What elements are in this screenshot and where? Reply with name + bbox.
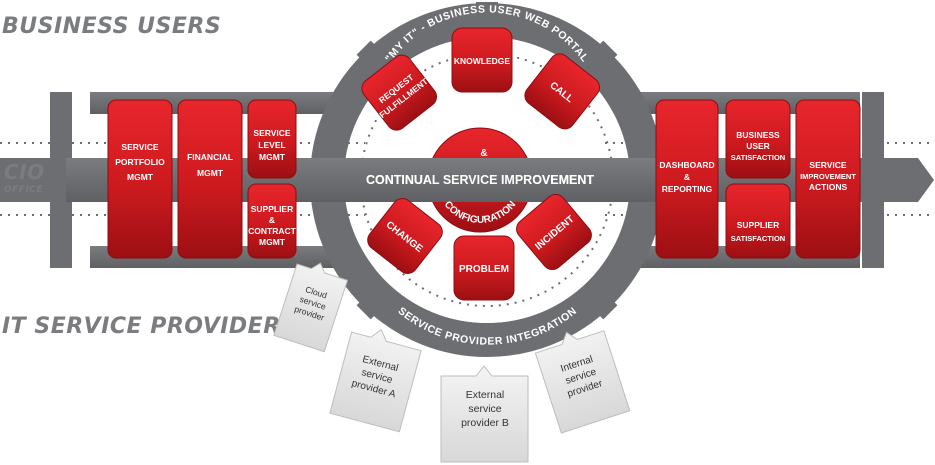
- business-satisfaction-line-3: SATISFACTION: [731, 153, 785, 162]
- cio-heading: CIO: [4, 160, 45, 184]
- business-satisfaction-line-1: BUSINESS: [736, 130, 780, 140]
- supplier-contract-line-3: CONTRACT: [248, 226, 296, 236]
- service-portfolio-box[interactable]: SERVICE PORTFOLIO MGMT: [107, 99, 173, 259]
- service-level-line-2: LEVEL: [258, 140, 285, 150]
- supplier-satisfaction-line-2: SATISFACTION: [731, 234, 785, 243]
- service-level-line-3: MGMT: [259, 152, 286, 162]
- service-level-mgmt-box[interactable]: SERVICE LEVEL MGMT: [247, 99, 297, 179]
- dashboard-line-3: REPORTING: [662, 184, 713, 194]
- service-portfolio-line-2: PORTFOLIO: [115, 157, 165, 167]
- supplier-contract-line-4: MGMT: [259, 237, 286, 247]
- external-provider-b-card[interactable]: External service provider B: [440, 365, 529, 463]
- supplier-contract-line-1: SUPPLIER: [251, 204, 294, 214]
- external-provider-a-card[interactable]: External service provider A: [329, 322, 424, 433]
- knowledge-label: KNOWLEDGE: [454, 56, 511, 66]
- improvement-line-2: IMPROVEMENT: [800, 172, 856, 181]
- dashboard-line-1: DASHBOARD: [659, 160, 714, 170]
- business-user-satisfaction-box[interactable]: BUSINESS USER SATISFACTION: [725, 99, 791, 179]
- service-improvement-actions-box[interactable]: SERVICE IMPROVEMENT ACTIONS: [795, 99, 861, 259]
- financial-line-2: MGMT: [197, 168, 224, 178]
- request-fulfillment-box[interactable]: REQUEST FULFILLMENT: [358, 50, 442, 134]
- business-satisfaction-line-2: USER: [746, 141, 770, 151]
- problem-box[interactable]: PROBLEM: [453, 235, 515, 301]
- problem-label: PROBLEM: [459, 264, 509, 275]
- hub-band-label: CONTINUAL SERVICE IMPROVEMENT: [366, 173, 594, 187]
- change-box[interactable]: CHANGE: [364, 195, 447, 278]
- office-heading: OFFICE: [4, 185, 44, 195]
- financial-mgmt-box[interactable]: FINANCIAL MGMT: [177, 99, 243, 259]
- business-users-heading: BUSINESS USERS: [2, 14, 222, 39]
- external-b-line-2: service: [468, 403, 501, 415]
- call-box[interactable]: CALL: [521, 50, 604, 133]
- incident-box[interactable]: INCIDENT: [513, 190, 596, 273]
- supplier-contract-line-2: &: [269, 215, 275, 225]
- service-level-line-1: SERVICE: [253, 128, 290, 138]
- dashboard-reporting-box[interactable]: DASHBOARD & REPORTING: [655, 99, 719, 259]
- hub-ampersand: &: [480, 148, 487, 159]
- cloud-provider-card[interactable]: Cloud service provider: [273, 256, 350, 353]
- it-service-providers-heading: IT SERVICE PROVIDERS: [2, 314, 297, 339]
- external-b-line-3: provider B: [461, 417, 509, 429]
- supplier-contract-mgmt-box[interactable]: SUPPLIER & CONTRACT MGMT: [247, 183, 297, 259]
- financial-line-1: FINANCIAL: [187, 152, 233, 162]
- dashboard-line-2: &: [684, 172, 690, 182]
- supplier-satisfaction-line-1: SUPPLIER: [737, 220, 780, 230]
- improvement-line-3: ACTIONS: [809, 182, 848, 192]
- internal-provider-card[interactable]: Internal service provider: [532, 321, 631, 434]
- supplier-satisfaction-box[interactable]: SUPPLIER SATISFACTION: [725, 183, 791, 259]
- improvement-line-1: SERVICE: [809, 160, 846, 170]
- knowledge-box[interactable]: KNOWLEDGE: [451, 27, 513, 93]
- external-b-line-1: External: [466, 389, 505, 401]
- dotted-connectors: [0, 142, 935, 216]
- service-portfolio-line-1: SERVICE: [121, 142, 158, 152]
- service-portfolio-line-3: MGMT: [127, 172, 154, 182]
